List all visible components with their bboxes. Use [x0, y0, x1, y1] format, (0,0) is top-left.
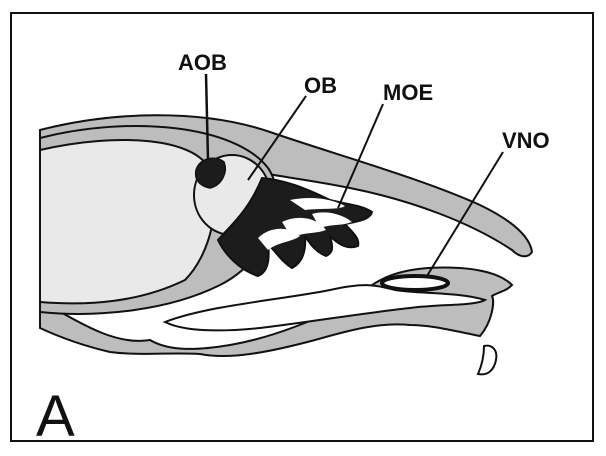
vomeronasal-organ [382, 276, 448, 290]
incisor-tooth [478, 346, 496, 375]
vno-label: VNO [502, 128, 550, 153]
aob-label: AOB [178, 50, 227, 75]
moe-label: MOE [383, 80, 433, 105]
panel-letter: A [36, 384, 75, 449]
ob-label: OB [304, 73, 337, 98]
